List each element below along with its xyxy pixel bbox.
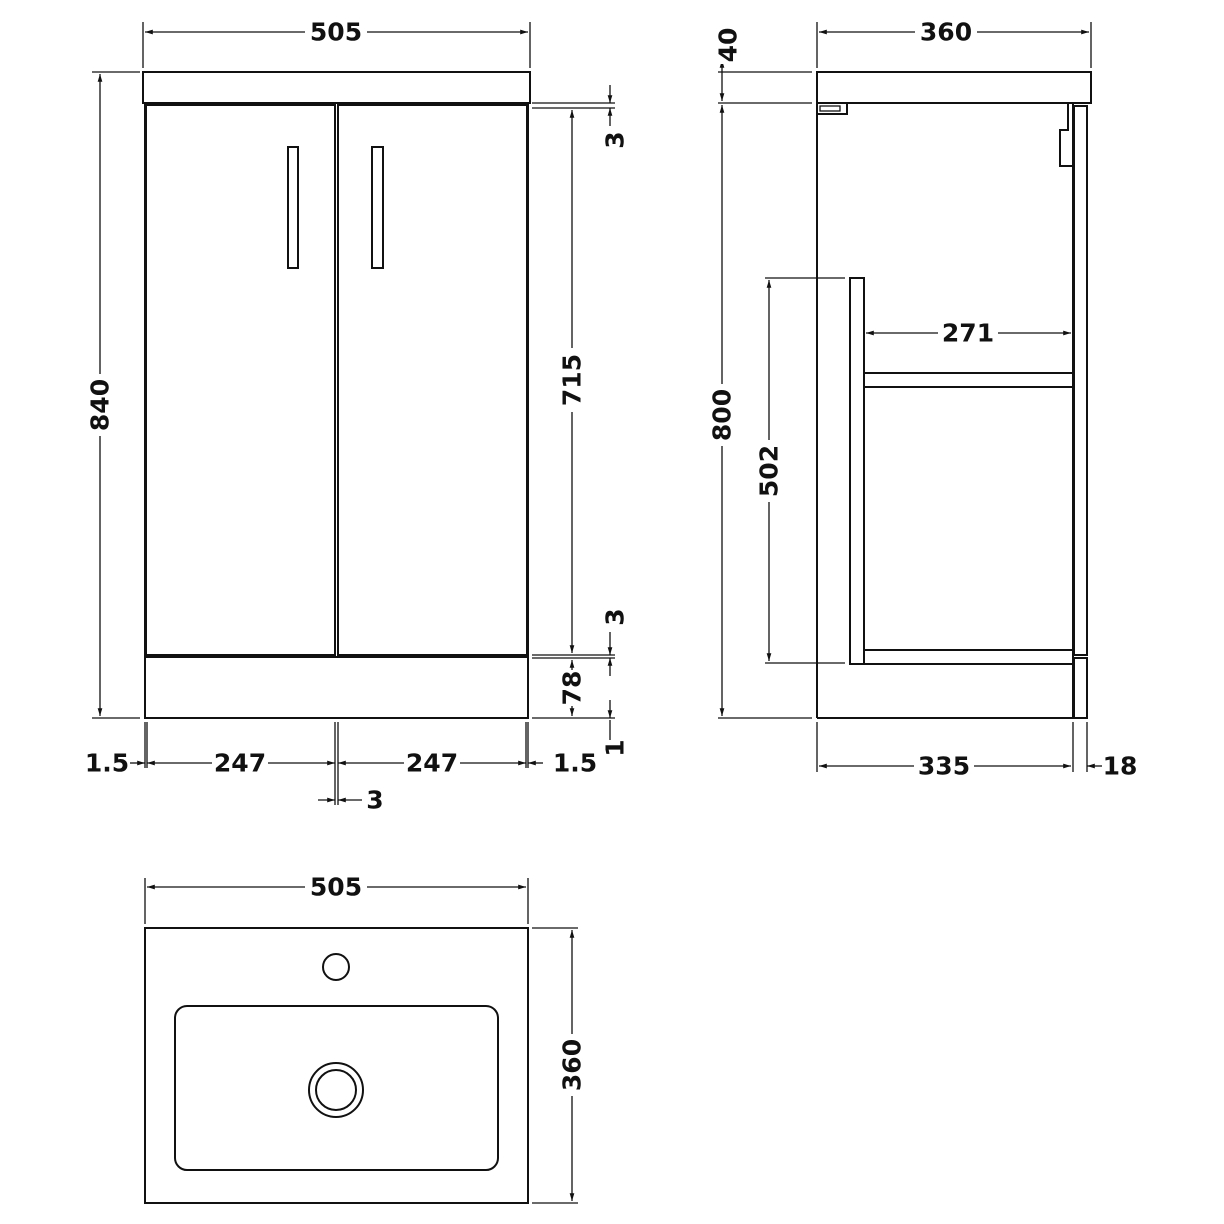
dim-plinth-gap: 3 [601,608,630,676]
dim-shelf-depth: 271 [866,319,1071,348]
dim-width: 505 [145,18,528,47]
tap-hole [322,953,350,981]
dim-label: 360 [558,1039,587,1091]
dim-depth: 360 [819,18,1089,47]
side-view: 360 40 800 502 271 335 18 [708,18,1138,781]
dim-body-height: 800 [708,105,737,716]
dim-top-thickness: 40 [712,28,743,101]
plinth-side [1073,657,1088,719]
dim-shelf-height: 502 [755,280,784,661]
worktop [142,71,531,104]
dim-plinth: 78 [558,660,587,716]
hinge [1059,103,1073,167]
dim-bottom-chain: 1.5 247 247 1.5 [85,749,597,778]
dim-body-depth: 335 [819,752,1071,781]
plinth [144,656,529,719]
top-view: 505 360 [144,873,587,1204]
dim-label: 18 [1103,752,1138,781]
dim-label: 40 [714,28,743,63]
dim-door-gap: 3 [318,786,384,815]
dim-label: 3 [601,608,630,625]
dim-label: 502 [755,445,784,497]
dim-label: 505 [310,873,362,902]
worktop-side [816,71,1092,104]
dim-label: 247 [406,749,458,778]
bracket [816,102,848,115]
left-door [145,104,336,656]
dim-label: 335 [918,752,970,781]
left-door-handle [287,146,299,269]
right-door [337,104,528,656]
dim-door-thickness: 18 [1087,752,1137,781]
dim-label: 715 [558,354,587,406]
drain-inner [315,1069,357,1111]
dim-label: 78 [558,671,587,706]
dim-basin-width: 505 [147,873,526,902]
dim-height: 840 [86,74,115,716]
right-door-handle [371,146,384,269]
dim-label: 247 [214,749,266,778]
dim-label: 3 [601,131,630,148]
door-side [1073,105,1088,656]
dim-floor-gap: 1 [601,700,630,757]
basin-bowl [174,1005,499,1171]
dim-top-gap: 3 [601,85,630,149]
dim-label: 1.5 [553,749,597,778]
dim-basin-depth: 360 [558,930,587,1201]
dim-label: 360 [920,18,972,47]
dim-label: 505 [310,18,362,47]
dim-label: 271 [942,319,994,348]
shelf-upright [849,277,865,665]
cabinet-body [144,102,529,719]
dim-label: 3 [366,786,383,815]
front-view: 505 840 715 3 3 78 1 1.5 247 247 1.5 3 [85,18,630,815]
dim-label: 1.5 [85,749,129,778]
drain-outer [308,1062,364,1118]
dim-label: 1 [601,739,630,756]
dim-label: 840 [86,379,115,431]
dim-door-height: 715 [558,110,587,653]
dim-label: 800 [708,389,737,441]
basin-outline [144,927,529,1204]
shelf [863,372,1074,388]
